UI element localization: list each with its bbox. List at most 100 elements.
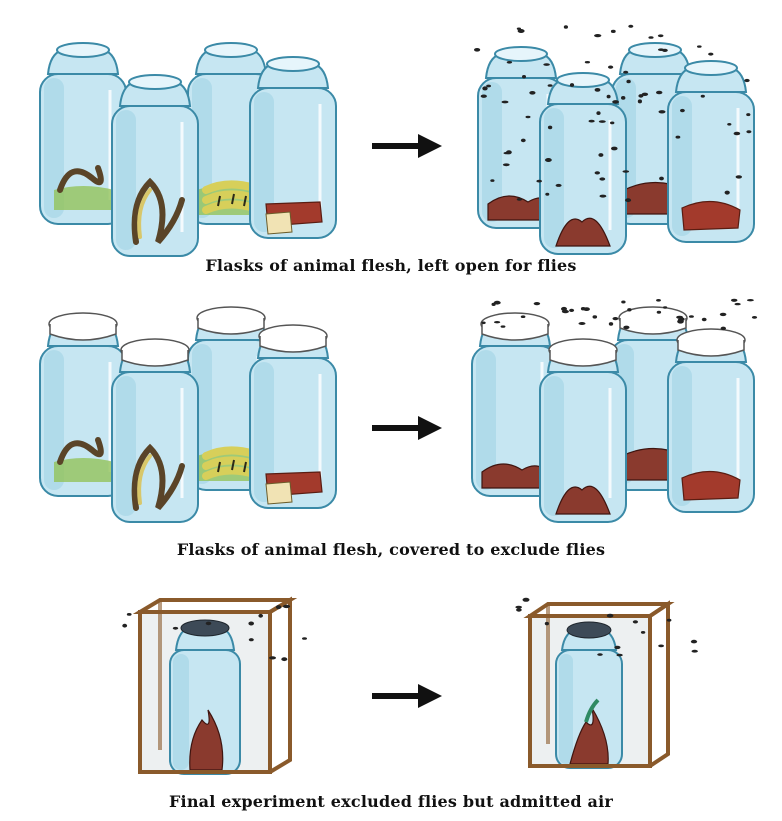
fly-icon	[556, 184, 562, 187]
fly-icon	[598, 153, 603, 157]
fly-icon	[607, 95, 611, 99]
fly-icon	[536, 180, 542, 183]
fly-icon	[543, 63, 549, 66]
fly-icon	[680, 109, 685, 112]
fly-icon	[481, 95, 487, 98]
fly-icon	[659, 177, 664, 181]
fly-icon	[638, 99, 642, 103]
fly-icon	[663, 306, 667, 308]
fly-icon	[522, 75, 526, 78]
fly-icon	[746, 130, 751, 133]
fly-icon	[545, 193, 549, 196]
fly-icon	[600, 195, 607, 198]
fly-icon	[501, 325, 506, 327]
row2-arrow	[372, 416, 442, 440]
fly-icon	[281, 657, 287, 661]
cage-after	[530, 604, 668, 768]
covered-jar-after-2	[540, 339, 626, 522]
fly-icon	[721, 327, 726, 331]
open-jar-after-4	[668, 61, 754, 242]
fly-icon	[482, 86, 487, 90]
fly-icon	[593, 315, 598, 318]
fly-icon	[548, 84, 553, 87]
fly-icon	[656, 299, 661, 302]
fly-icon	[597, 653, 602, 656]
fly-icon	[521, 315, 526, 318]
fly-icon	[689, 315, 694, 318]
fly-icon	[283, 605, 290, 608]
fly-icon	[621, 96, 625, 100]
fly-icon	[517, 28, 521, 30]
fly-icon	[731, 299, 737, 302]
row1-before-group	[40, 43, 336, 256]
caged-jar-before	[170, 620, 240, 774]
fly-icon	[612, 100, 619, 104]
caption-covered-flasks: Flasks of animal flesh, covered to exclu…	[0, 540, 782, 559]
fly-icon	[610, 122, 614, 125]
fly-icon	[516, 608, 522, 612]
covered-jar-2	[112, 339, 198, 522]
fly-icon	[752, 316, 757, 319]
fly-icon	[595, 171, 600, 174]
fly-icon	[596, 111, 600, 115]
fly-icon	[258, 614, 263, 618]
fly-icon	[507, 61, 512, 64]
fly-icon	[625, 198, 631, 202]
fly-icon	[579, 322, 586, 325]
fly-icon	[595, 88, 601, 92]
fly-icon	[676, 136, 681, 139]
fly-icon	[599, 120, 606, 123]
fly-icon	[494, 321, 500, 323]
fly-icon	[276, 605, 281, 609]
fly-icon	[581, 307, 586, 310]
open-jar-2	[112, 75, 198, 256]
fly-icon	[614, 646, 620, 649]
fly-icon	[735, 303, 741, 305]
fly-icon	[609, 322, 613, 326]
open-jar-4	[250, 57, 336, 238]
fly-icon	[727, 123, 731, 126]
caged-jar-after	[556, 622, 622, 768]
fly-icon	[611, 30, 616, 33]
fly-icon	[720, 313, 727, 316]
fly-icon	[628, 25, 633, 28]
fly-icon	[474, 48, 480, 52]
fly-icon	[545, 158, 552, 162]
fly-icon	[599, 177, 605, 180]
fly-icon	[548, 126, 552, 130]
fly-icon	[494, 301, 501, 305]
fly-icon	[658, 645, 664, 648]
fly-icon	[490, 179, 494, 182]
fly-icon	[656, 91, 662, 95]
covered-jar-4	[250, 325, 336, 508]
fly-icon	[746, 113, 750, 116]
fly-icon	[677, 320, 684, 324]
fly-icon	[642, 93, 648, 96]
caption-open-flasks: Flasks of animal flesh, left open for fl…	[0, 256, 782, 275]
fly-icon	[667, 619, 672, 622]
fly-icon	[269, 656, 276, 659]
fly-icon	[502, 101, 509, 104]
caption-final-experiment: Final experiment excluded flies but admi…	[0, 792, 782, 811]
fly-icon	[623, 71, 628, 74]
fly-icon	[534, 302, 540, 305]
fly-icon	[736, 175, 742, 178]
fly-icon	[206, 622, 212, 626]
fly-icon	[608, 66, 613, 69]
fly-icon	[521, 139, 526, 143]
fly-icon	[607, 614, 614, 618]
cage-before	[140, 600, 290, 774]
fly-icon	[648, 36, 653, 39]
fly-icon	[569, 309, 574, 312]
fly-icon	[626, 80, 630, 84]
fly-icon	[641, 631, 645, 634]
fly-icon	[481, 322, 485, 325]
fly-icon	[659, 110, 666, 113]
fly-icon	[623, 326, 629, 330]
fly-icon	[486, 85, 491, 88]
fly-icon	[691, 640, 697, 644]
fly-icon	[701, 95, 705, 98]
fly-icon	[562, 310, 569, 313]
fly-icon	[658, 48, 664, 51]
